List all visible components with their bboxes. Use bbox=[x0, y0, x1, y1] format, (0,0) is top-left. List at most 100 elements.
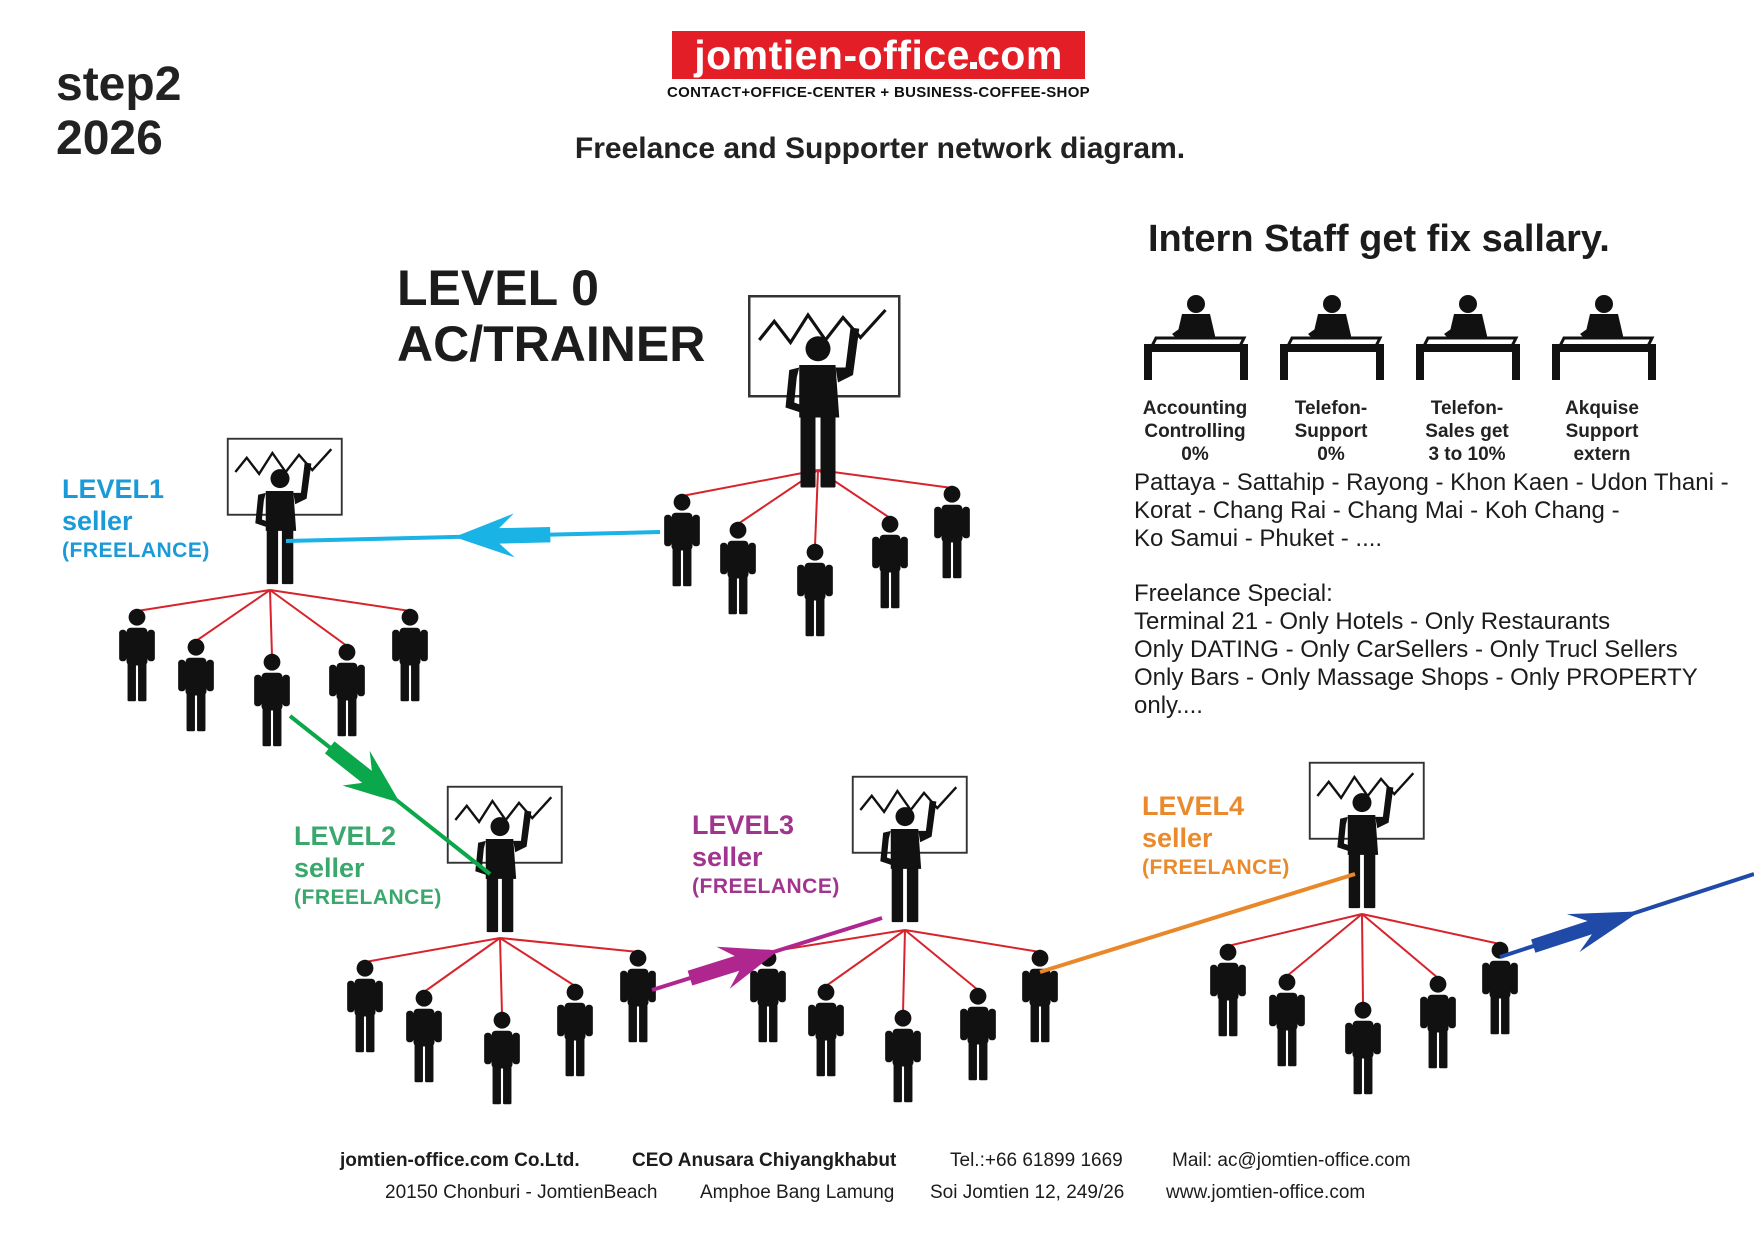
role-telefon-support: Telefon- Support 0% bbox=[1267, 397, 1395, 466]
location-line: Ko Samui - Phuket - .... bbox=[1134, 525, 1383, 552]
role-line: Accounting bbox=[1142, 398, 1248, 419]
desk-worker-icon-2 bbox=[1414, 293, 1522, 382]
level3-member-icon-1 bbox=[808, 983, 844, 1077]
role-telefon-sales: Telefon- Sales get 3 to 10% bbox=[1403, 397, 1531, 466]
level0-link-0 bbox=[681, 469, 819, 497]
level1-member-icon-4 bbox=[392, 608, 428, 702]
level3-link-4 bbox=[904, 929, 1041, 953]
level1-link-1 bbox=[195, 589, 271, 642]
logo-dot-icon bbox=[969, 62, 977, 69]
role-accounting: Accounting Controlling 0% bbox=[1131, 397, 1259, 466]
level2-link-1 bbox=[423, 937, 501, 993]
level2-role: seller bbox=[294, 853, 365, 883]
level4-role: seller bbox=[1142, 823, 1213, 853]
level4-member-icon-2 bbox=[1345, 1001, 1381, 1095]
level3-label: LEVEL3 seller (FREELANCE) bbox=[692, 809, 840, 901]
role-line: extern bbox=[1573, 444, 1631, 465]
locations-list: Pattaya - Sattahip - Rayong - Khon Kaen … bbox=[1134, 469, 1729, 553]
role-line: 3 to 10% bbox=[1428, 444, 1506, 465]
level0-link-4 bbox=[817, 469, 953, 489]
role-line: Akquise bbox=[1565, 398, 1639, 419]
footer-company: jomtien-office.com Co.Ltd. bbox=[340, 1150, 580, 1171]
level1-link-0 bbox=[136, 589, 271, 612]
level0-member-icon-3 bbox=[872, 515, 908, 609]
level0-member-icon-0 bbox=[664, 493, 700, 587]
level3-link-1 bbox=[825, 929, 906, 987]
level2-link-2 bbox=[499, 937, 503, 1015]
level0-member-icon-2 bbox=[797, 543, 833, 637]
level2-link-3 bbox=[499, 937, 576, 987]
level4-title: LEVEL4 bbox=[1142, 791, 1245, 821]
level4-member-icon-0 bbox=[1210, 943, 1246, 1037]
level2-link-4 bbox=[499, 937, 639, 953]
level3-role: seller bbox=[692, 842, 763, 872]
logo-word-1: jomtien bbox=[694, 32, 844, 78]
level2-member-icon-1 bbox=[406, 989, 442, 1083]
page-title: Freelance and Supporter network diagram. bbox=[574, 132, 1186, 165]
level1-title: LEVEL1 bbox=[62, 474, 165, 504]
logo-word-2: -office bbox=[843, 32, 970, 78]
desk-worker-icon-0 bbox=[1142, 293, 1250, 382]
year-text: 2026 bbox=[56, 112, 163, 165]
role-line: Controlling bbox=[1144, 421, 1246, 442]
footer-soi: Soi Jomtien 12, 249/26 bbox=[930, 1182, 1125, 1203]
role-line: Telefon- bbox=[1294, 398, 1368, 419]
level3-member-icon-3 bbox=[960, 987, 996, 1081]
level1-member-icon-1 bbox=[178, 638, 214, 732]
level1-member-icon-0 bbox=[119, 608, 155, 702]
level1-tag: (FREELANCE) bbox=[62, 539, 210, 562]
footer-mail[interactable]: Mail: ac@jomtien-office.com bbox=[1172, 1150, 1411, 1171]
level3-presenter-icon bbox=[851, 775, 968, 924]
level2-title: LEVEL2 bbox=[294, 821, 397, 851]
intern-desks bbox=[1142, 293, 1658, 382]
level3-link-3 bbox=[904, 929, 979, 991]
level0-member-icon-4 bbox=[934, 485, 970, 579]
role-line: Support bbox=[1565, 421, 1639, 442]
special-line: Terminal 21 - Only Hotels - Only Restaur… bbox=[1134, 608, 1611, 635]
level2-tag: (FREELANCE) bbox=[294, 886, 442, 909]
level0-link-2 bbox=[814, 469, 819, 547]
level3-member-icon-4 bbox=[1022, 949, 1058, 1043]
level0-label: LEVEL 0 AC/TRAINER bbox=[397, 260, 705, 372]
level2-member-icon-0 bbox=[347, 959, 383, 1053]
level3-tag: (FREELANCE) bbox=[692, 875, 840, 898]
desk-worker-icon-1 bbox=[1278, 293, 1386, 382]
role-line: 0% bbox=[1317, 444, 1345, 465]
special-heading: Freelance Special: bbox=[1134, 580, 1333, 607]
level0-presenter-icon bbox=[747, 294, 901, 490]
level4-link-0 bbox=[1227, 913, 1363, 947]
level2-presenter-icon bbox=[446, 785, 563, 934]
location-line: Korat - Chang Rai - Chang Mai - Koh Chan… bbox=[1134, 497, 1620, 524]
logo-word-3: com bbox=[976, 32, 1063, 78]
footer-tel: Tel.:+66 61899 1669 bbox=[950, 1150, 1123, 1171]
level4-link-4 bbox=[1361, 913, 1501, 945]
level1-role: seller bbox=[62, 506, 133, 536]
level2-member-icon-4 bbox=[620, 949, 656, 1043]
level4-link-2 bbox=[1361, 913, 1364, 1005]
level4-link-1 bbox=[1286, 913, 1363, 977]
level4-presenter-icon bbox=[1308, 761, 1425, 910]
step-label: step2 2026 bbox=[56, 58, 181, 166]
role-line: Sales get bbox=[1425, 421, 1509, 442]
level-arrows bbox=[285, 513, 1754, 992]
arrow-level3 bbox=[651, 916, 883, 992]
level1-link-4 bbox=[269, 589, 411, 612]
footer-web[interactable]: www.jomtien-office.com bbox=[1166, 1182, 1366, 1203]
logo-background bbox=[672, 31, 1085, 79]
freelance-special: Freelance Special: Terminal 21 - Only Ho… bbox=[1134, 580, 1698, 720]
level4-tag: (FREELANCE) bbox=[1142, 856, 1290, 879]
level1-label: LEVEL1 seller (FREELANCE) bbox=[62, 473, 210, 565]
level2-label: LEVEL2 seller (FREELANCE) bbox=[294, 820, 442, 912]
role-line: Support bbox=[1294, 421, 1368, 442]
level4-member-icon-1 bbox=[1269, 973, 1305, 1067]
desk-worker-icon-3 bbox=[1550, 293, 1658, 382]
role-akquise: Akquise Support extern bbox=[1538, 397, 1666, 466]
arrow-level1 bbox=[285, 513, 661, 558]
level1-link-2 bbox=[269, 589, 273, 657]
level1-member-icon-3 bbox=[329, 643, 365, 737]
role-line: Telefon- bbox=[1430, 398, 1504, 419]
level0-role: AC/TRAINER bbox=[397, 316, 706, 372]
footer-amphoe: Amphoe Bang Lamung bbox=[700, 1182, 895, 1203]
